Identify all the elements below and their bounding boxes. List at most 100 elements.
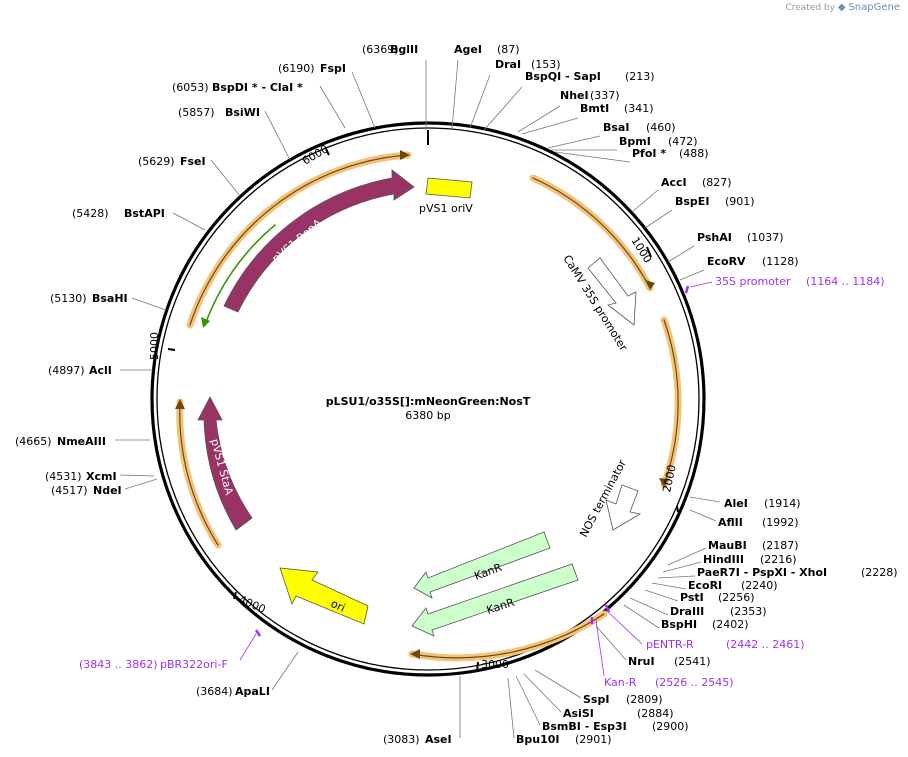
restriction-site: (2809)SspI <box>534 669 663 706</box>
site-name: AleI <box>724 497 748 510</box>
site-leader-line <box>644 589 679 602</box>
primer-range: (2526 .. 2545) <box>655 676 734 689</box>
orf-arrowhead-b <box>659 478 669 488</box>
orf-arc-b-line <box>663 319 679 486</box>
restriction-site: (2256)PstI <box>644 589 755 604</box>
site-position: (4897) <box>48 364 85 377</box>
feature-pvs1-repa <box>223 169 415 313</box>
site-leader-line <box>483 86 523 131</box>
site-name: BsaHI <box>92 292 128 305</box>
site-name: AsiSI <box>563 707 594 720</box>
primer-binding-mark <box>604 604 611 613</box>
restriction-site: (1914)AleI <box>689 496 801 510</box>
site-leader-line <box>689 496 721 503</box>
feature-pvs1-oriv <box>425 177 473 199</box>
orf-arc-d-line <box>179 401 219 546</box>
site-position: (472) <box>668 135 698 148</box>
backbone-circle <box>150 121 706 677</box>
site-name: BsaI <box>603 121 629 134</box>
site-leader-line <box>689 509 717 522</box>
primers: 35S promoter(1164 .. 1184)pENTR-R(2442 .… <box>79 275 885 689</box>
restriction-site: (3083)AseI <box>383 676 461 746</box>
site-name: NmeAIII <box>57 435 106 448</box>
site-position: (2353) <box>730 605 767 618</box>
site-name: AccI <box>661 176 687 189</box>
restriction-site: (3684)ApaLI <box>196 651 299 698</box>
site-position: (6190) <box>278 62 315 75</box>
snapgene-logo-icon: ◆ <box>837 2 846 13</box>
site-name: XcmI <box>86 470 117 483</box>
site-position: (2216) <box>760 553 797 566</box>
restriction-site: (6369)BglII <box>362 43 427 130</box>
features <box>197 169 642 637</box>
site-name: Bpu10I <box>516 733 560 746</box>
tick-mark <box>476 661 479 673</box>
feature-camv35s-promoter <box>587 257 637 326</box>
orf-arrowhead-d <box>175 399 185 409</box>
orf-arrowhead-a <box>645 280 655 290</box>
site-name: FspI <box>320 62 346 75</box>
site-leader-line <box>667 245 695 263</box>
site-leader-line <box>210 159 241 197</box>
site-position: (4531) <box>45 470 82 483</box>
restriction-site: (341)BmtI <box>521 102 654 135</box>
site-name: EcoRV <box>707 255 746 268</box>
restriction-site: (213)BspQI - SapI <box>483 70 655 131</box>
site-leader-line <box>651 582 687 590</box>
tick-mark <box>646 246 652 258</box>
site-position: (2541) <box>674 655 711 668</box>
tick-mark <box>233 591 237 600</box>
site-name: NdeI <box>93 484 122 497</box>
feature-kanr-2 <box>411 563 579 637</box>
tick-label: 5000 <box>148 332 161 360</box>
restriction-site: (337)NheI <box>517 89 620 133</box>
orf-arc-c-line <box>411 613 605 659</box>
backbone-inner <box>156 127 700 671</box>
restriction-site: (2541) NruI <box>595 625 711 668</box>
site-name: AflII <box>718 516 743 529</box>
primer-name: 35S promoter <box>715 275 791 288</box>
site-name: NruI <box>628 655 655 668</box>
site-name: ApaLI <box>235 685 270 698</box>
restriction-site: (4531) XcmI <box>45 470 155 483</box>
site-name: BsiWI <box>225 106 260 119</box>
plasmid-length: 6380 bp <box>405 409 450 422</box>
site-leader-line <box>124 478 158 490</box>
restriction-site: (901)BspEI <box>644 195 755 229</box>
plasmid-name: pLSU1/o35S[]:mNeonGreen:NosT <box>326 395 531 408</box>
site-name: SspI <box>583 693 609 706</box>
site-name: PstI <box>680 591 704 604</box>
restriction-site: (6053)BspDI * - ClaI * <box>172 81 346 129</box>
site-leader-line <box>271 651 299 691</box>
site-leader-line <box>631 189 659 213</box>
site-leader-line <box>547 135 601 149</box>
site-name: DraIII <box>670 605 704 618</box>
restriction-site: (1992)AflII <box>689 509 799 529</box>
restriction-site: (1128)EcoRV <box>679 255 799 281</box>
restriction-site: (6190) FspI <box>278 62 376 129</box>
site-name: MauBI <box>708 539 747 552</box>
site-name: BpmI <box>619 135 651 148</box>
site-leader-line <box>119 474 155 477</box>
site-leader-line <box>507 677 515 739</box>
primer-binding-mark <box>684 285 690 294</box>
restriction-site: (4517)NdeI <box>51 478 158 497</box>
primer-name: pENTR-R <box>646 638 694 651</box>
site-leader-line <box>662 561 702 573</box>
site-leader-line <box>657 575 696 579</box>
orf-arc-a-line <box>532 177 651 289</box>
site-name: NheI <box>560 89 589 102</box>
site-leader-line <box>515 675 541 726</box>
feature-label-ori: ori <box>329 597 347 615</box>
site-leader-line <box>554 151 631 163</box>
restriction-site: (4665)NmeAIII <box>15 435 150 448</box>
site-leader-line <box>644 209 673 229</box>
site-position: (5629) <box>138 155 175 168</box>
site-leader-line <box>523 673 562 713</box>
primer-leader-line <box>595 619 605 677</box>
tick-mark <box>325 148 330 156</box>
restriction-site: (2187)MauBI <box>667 539 799 566</box>
site-position: (87) <box>497 43 520 56</box>
site-leader-line <box>623 604 660 629</box>
site-name: BspEI <box>675 195 709 208</box>
